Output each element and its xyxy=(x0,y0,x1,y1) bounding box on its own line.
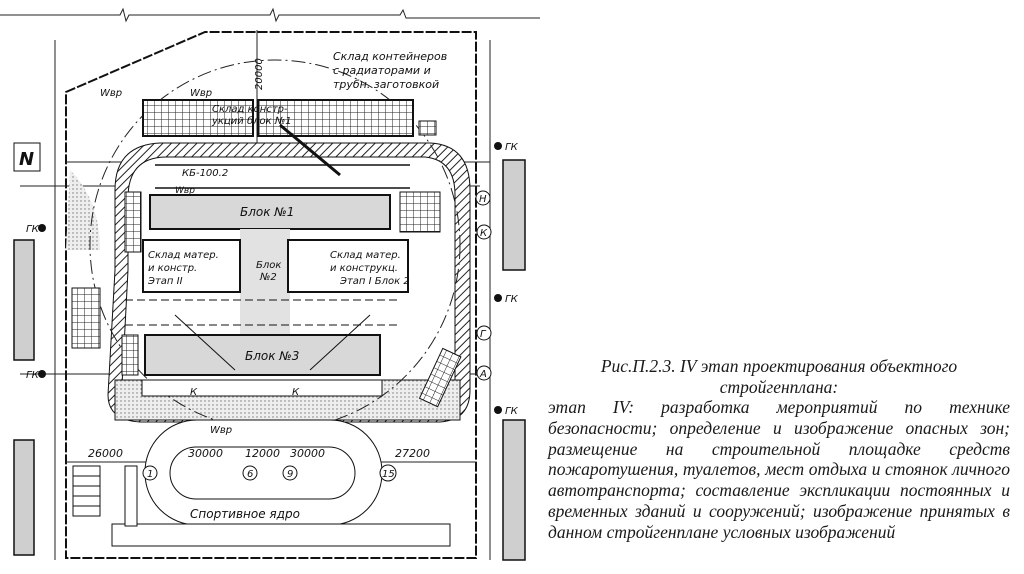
break-line xyxy=(0,7,540,23)
label-hydrant: ГК xyxy=(505,294,519,305)
axis-label: 9 xyxy=(287,469,293,480)
axis-label: А xyxy=(479,369,487,380)
dimension-30000: 30000 xyxy=(188,447,223,460)
adjacent-buildings xyxy=(13,159,526,561)
axis-label: 15 xyxy=(382,469,395,480)
store-right-bottom xyxy=(418,347,462,408)
axis-label: 6 xyxy=(247,469,253,480)
label-container-store-2: с радиаторами и xyxy=(333,64,431,77)
label-water: Wвр xyxy=(210,425,232,436)
label-sewer: К xyxy=(292,387,300,398)
label-sewer: К xyxy=(190,387,198,398)
label-store-right-3: Этап I Блок 2 xyxy=(339,276,410,287)
dimension-30000-b: 30000 xyxy=(290,447,325,460)
label-water: Wвр xyxy=(100,88,122,99)
dimension-12000: 12000 xyxy=(245,447,280,460)
sports-field xyxy=(169,446,356,500)
figure-caption-title: Рис.П.2.3. IV этап проектирования объект… xyxy=(600,356,958,397)
warehouse-stage2 xyxy=(142,239,241,293)
label-store-left-3: Этап II xyxy=(147,276,183,287)
store-ix xyxy=(399,191,441,233)
store-x xyxy=(71,287,101,349)
label-struct-store-2: укций блок №1 xyxy=(211,115,292,127)
label-crane: КБ-100.2 xyxy=(182,168,228,179)
label-hydrant: ГК xyxy=(26,370,40,381)
block-2 xyxy=(240,229,290,334)
axis-label: 1 xyxy=(147,469,153,480)
label-water: Wвр xyxy=(190,88,212,99)
small-store xyxy=(418,120,437,136)
axis-label: Г xyxy=(480,329,487,340)
label-sports: Спортивное ядро xyxy=(190,507,300,521)
crane-track-bottom xyxy=(141,379,383,397)
label-store-left: Склад матер. xyxy=(148,250,219,261)
label-store-right-2: и конструкц. xyxy=(330,263,398,274)
label-hydrant: ГК xyxy=(505,406,519,417)
site-boundary xyxy=(65,31,477,559)
north-arrow-box xyxy=(13,142,41,172)
label-block-1: Блок №1 xyxy=(240,205,294,219)
label-hydrant: ГК xyxy=(26,224,40,235)
construction-site-plan: N Склад контейнеров с радиаторами и труб… xyxy=(0,7,540,561)
label-block-2: Блок xyxy=(256,260,281,271)
dimension-26000: 26000 xyxy=(88,447,123,460)
label-container-store: Склад контейнеров xyxy=(333,50,447,63)
crane-reach-line xyxy=(174,314,236,371)
label-container-store-3: трубн. заготовкой xyxy=(333,78,439,91)
warehouse-structures xyxy=(142,99,254,137)
north-label: N xyxy=(19,149,34,170)
dimension-20000: 20000 xyxy=(254,58,265,90)
axis-markers: Н К Г А 1 6 9 15 xyxy=(142,190,492,482)
store-left-top xyxy=(124,191,142,253)
toilet-block xyxy=(124,465,138,527)
warehouse-stage1 xyxy=(287,239,409,293)
crane-boom xyxy=(279,123,341,177)
dimension-27200: 27200 xyxy=(395,447,430,460)
label-block-2b: №2 xyxy=(259,272,277,283)
label-store-right: Склад матер. xyxy=(330,250,401,261)
axis-label: К xyxy=(480,228,488,239)
label-struct-store: Склад констр- xyxy=(212,104,288,115)
crane-reach-line xyxy=(309,314,371,371)
figure-caption-body: этап IV: разработка мероприятий по техни… xyxy=(548,397,1010,542)
label-hydrant: ГК xyxy=(505,142,519,153)
hydrant-icons xyxy=(38,142,502,414)
bottom-building xyxy=(111,523,451,547)
parking-lots xyxy=(72,465,101,517)
label-store-left-2: и констр. xyxy=(148,263,197,274)
label-water: Wвр xyxy=(175,186,195,196)
road-entry xyxy=(66,170,100,250)
store-ix-left xyxy=(121,334,139,376)
axis-label: Н xyxy=(479,194,487,205)
label-block-3: Блок №3 xyxy=(245,349,299,363)
